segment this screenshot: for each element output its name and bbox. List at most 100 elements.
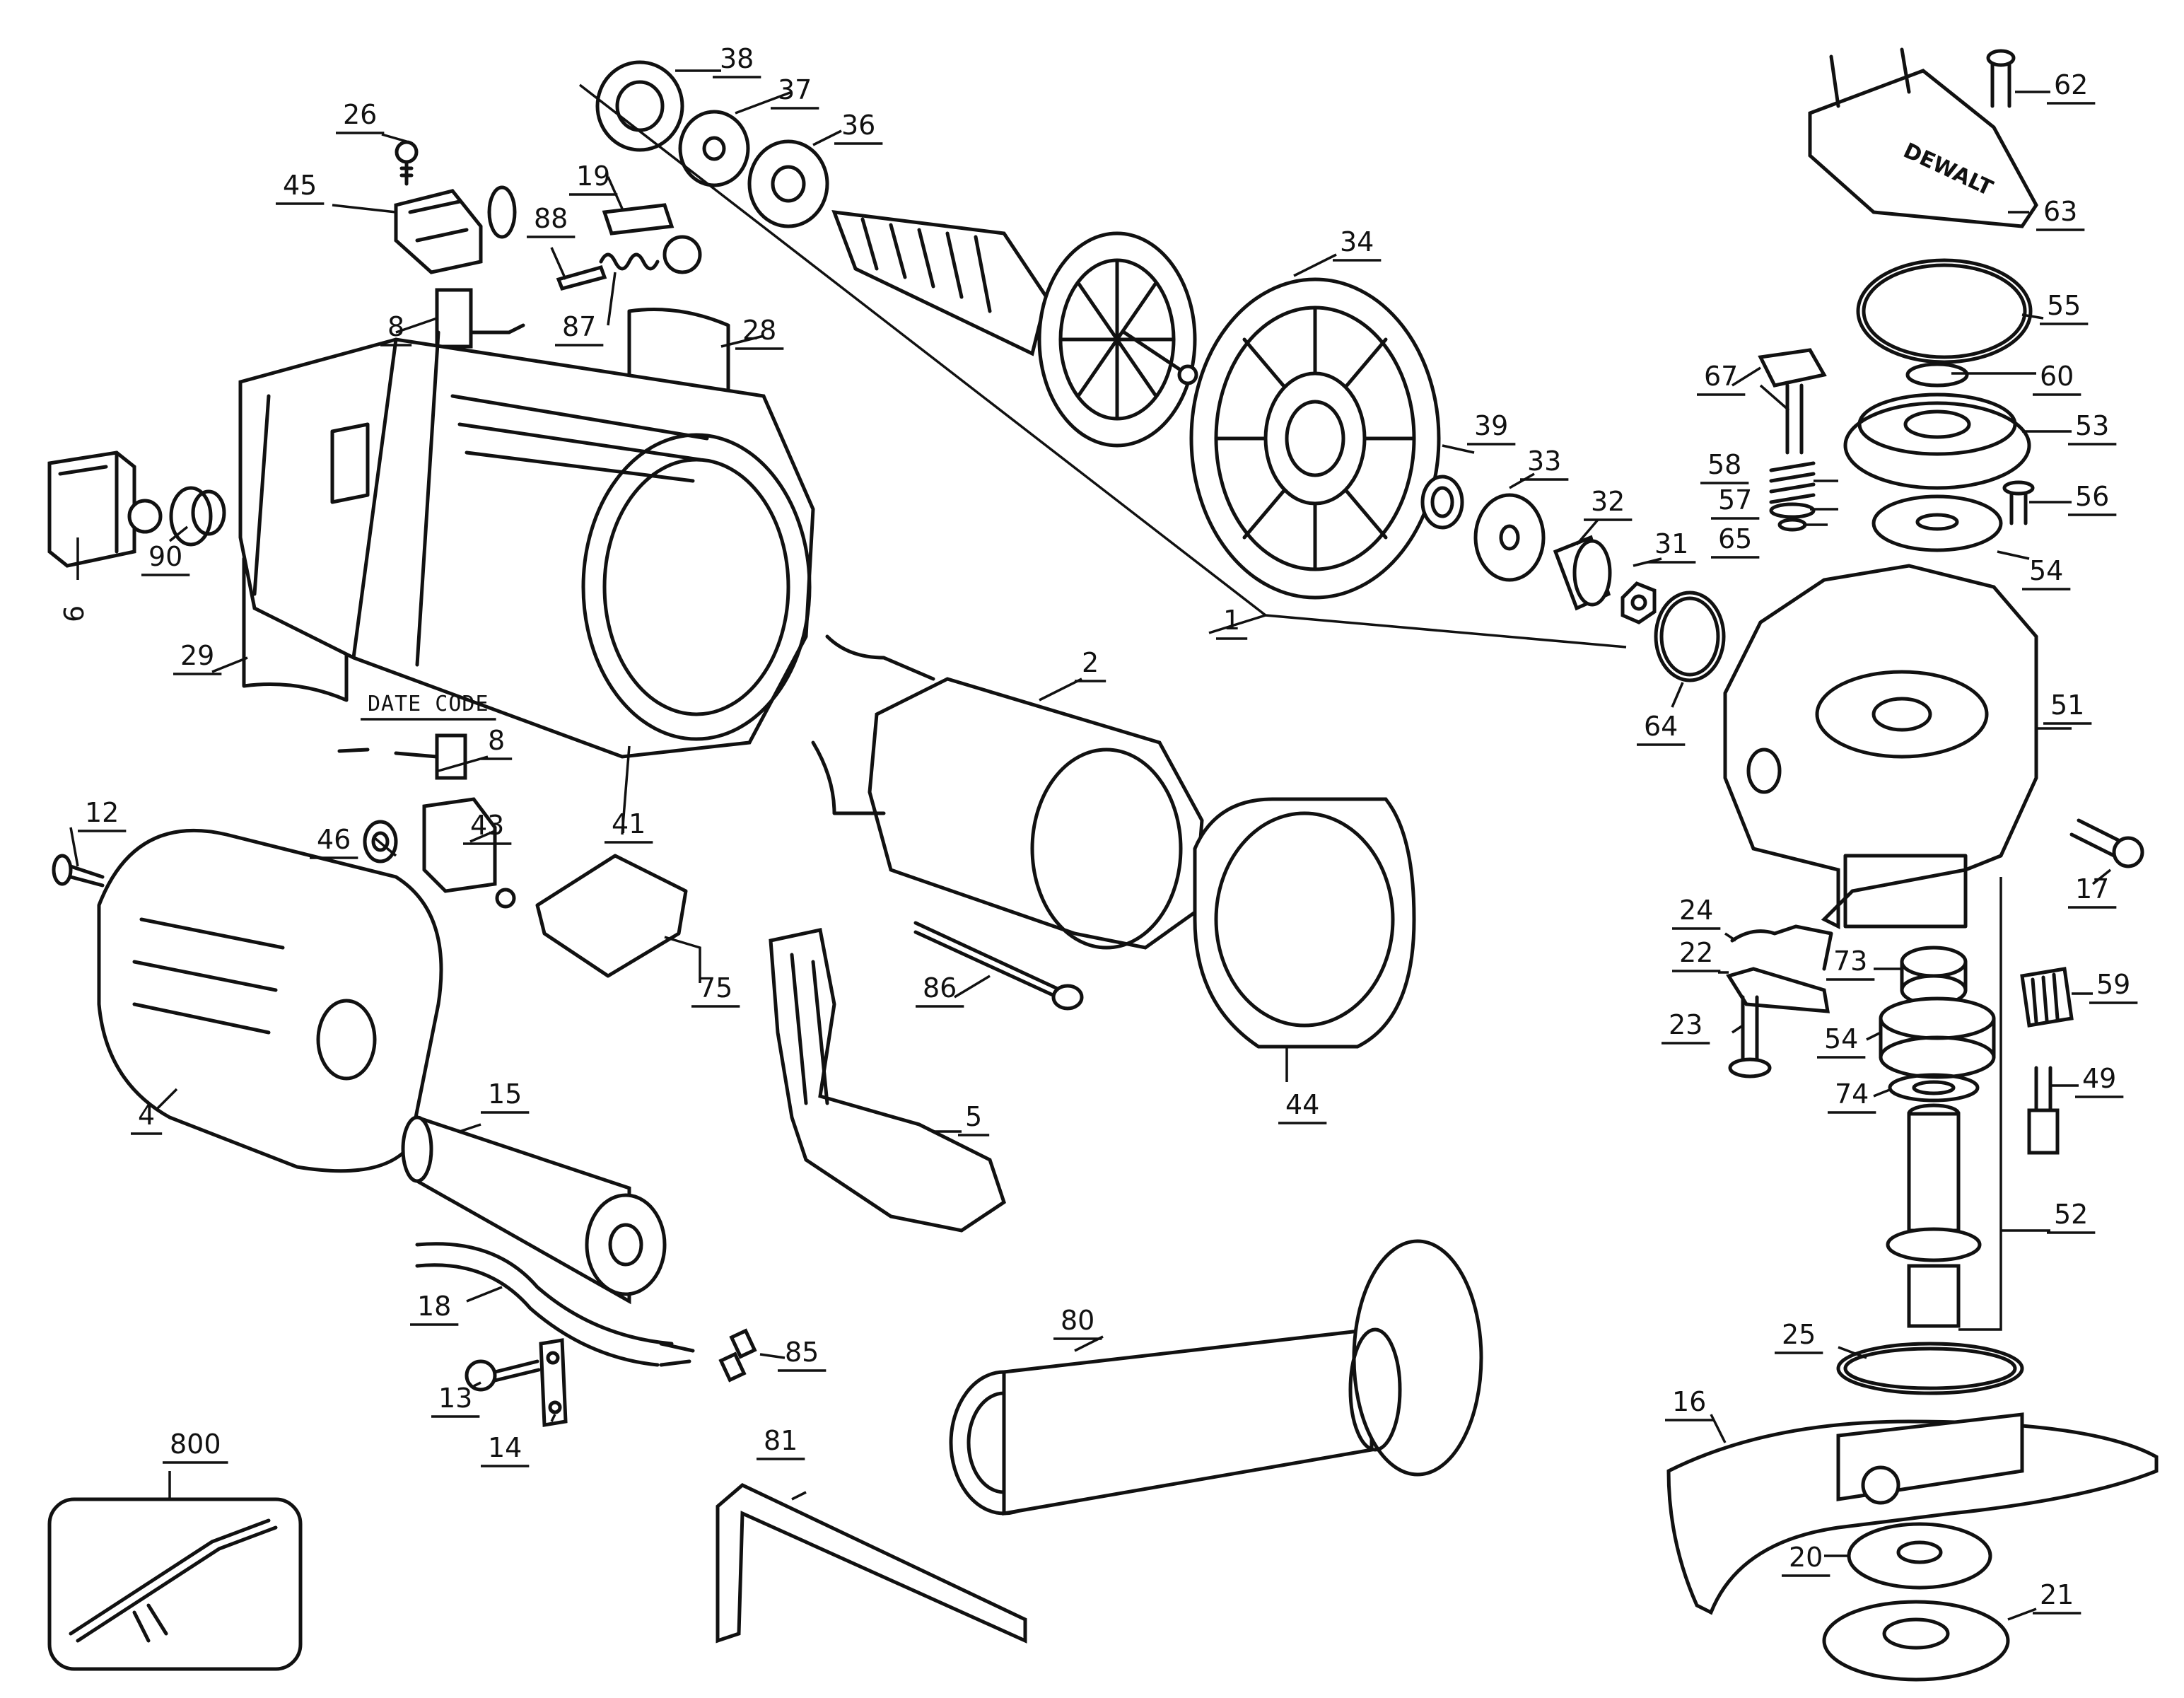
part-label-12: 12 xyxy=(85,797,119,828)
part-88-drawing xyxy=(556,264,607,291)
part-18-drawing xyxy=(415,1242,695,1367)
part-label-16: 16 xyxy=(1672,1386,1706,1417)
part-label-18: 18 xyxy=(417,1291,451,1322)
part-57-drawing xyxy=(1769,502,1816,519)
part-label-32: 32 xyxy=(1591,486,1625,517)
part-34-drawing xyxy=(1189,277,1441,600)
part-label-25: 25 xyxy=(1782,1319,1816,1350)
part-54a-drawing xyxy=(1871,494,2003,552)
part-6-drawing xyxy=(47,450,163,568)
part-41-drawing xyxy=(238,330,815,759)
part-label-41: 41 xyxy=(612,808,646,839)
part-19-drawing xyxy=(602,203,675,235)
part-label-31: 31 xyxy=(1654,528,1688,559)
part-32-drawing xyxy=(1553,535,1612,611)
part-label-59: 59 xyxy=(2096,969,2130,1000)
part-1-armature-drawing xyxy=(831,210,1198,448)
part-36-drawing xyxy=(747,139,829,228)
part-label-20: 20 xyxy=(1789,1542,1823,1573)
part-label-38: 38 xyxy=(720,43,754,74)
part-label-81: 81 xyxy=(764,1425,798,1456)
part-15-drawing xyxy=(401,1115,667,1305)
part-label-54: 54 xyxy=(2029,555,2063,586)
part-label-8: 8 xyxy=(387,311,404,342)
part-label-49: 49 xyxy=(2082,1063,2116,1094)
part-800-drawing xyxy=(47,1497,303,1671)
part-74-drawing xyxy=(1888,1073,1980,1103)
part-63-drawing: DEWALT xyxy=(1808,47,2038,228)
part-label-73: 73 xyxy=(1833,946,1867,977)
part-13-drawing xyxy=(465,1359,541,1392)
part-label-46: 46 xyxy=(317,824,351,855)
part-75-drawing xyxy=(535,854,688,978)
part-37-drawing xyxy=(678,110,750,187)
part-49-drawing xyxy=(2027,1066,2060,1155)
part-56-drawing xyxy=(2002,480,2035,525)
part-label-60: 60 xyxy=(2040,361,2074,392)
part-54b-drawing xyxy=(1879,996,1996,1079)
part-label-6: 6 xyxy=(59,605,90,622)
part-label-5: 5 xyxy=(965,1101,982,1132)
part-67-drawing xyxy=(1758,348,1827,455)
part-label-67: 67 xyxy=(1704,361,1738,392)
part-label-19: 19 xyxy=(576,161,610,192)
part-39-drawing xyxy=(1420,475,1464,530)
part-label-63: 63 xyxy=(2043,196,2077,227)
part-label-4: 4 xyxy=(138,1100,155,1131)
part-label-57: 57 xyxy=(1718,484,1752,516)
part-90-drawing xyxy=(169,486,226,547)
part-label-15: 15 xyxy=(488,1078,522,1110)
part-59-drawing xyxy=(2020,967,2074,1028)
part-labels: 38 37 36 26 45 19 88 87 8 28 34 39 33 32… xyxy=(59,43,2130,1610)
part-label-17: 17 xyxy=(2075,873,2109,905)
part-label-56: 56 xyxy=(2075,481,2109,512)
date-code-label: DATE CODE xyxy=(368,692,489,716)
part-16-drawing xyxy=(1666,1412,2159,1615)
part-55-drawing xyxy=(1856,258,2033,364)
part-65-drawing xyxy=(1777,518,1807,532)
part-31-drawing xyxy=(1621,581,1657,624)
part-44-drawing xyxy=(1193,797,1416,1049)
part-label-33: 33 xyxy=(1527,446,1561,477)
part-label-52: 52 xyxy=(2054,1199,2088,1230)
part-label-22: 22 xyxy=(1679,937,1713,968)
part-label-87: 87 xyxy=(562,311,596,342)
part-label-58: 58 xyxy=(1707,449,1741,480)
part-label-90: 90 xyxy=(148,541,182,572)
part-label-39: 39 xyxy=(1474,410,1508,441)
part-86-drawing xyxy=(913,921,1084,1011)
part-87-drawing xyxy=(599,235,702,274)
part-81-drawing xyxy=(716,1483,1027,1644)
part-52-drawing xyxy=(1886,1103,1982,1328)
part-label-53: 53 xyxy=(2075,410,2109,441)
part-20-drawing xyxy=(1847,1522,1992,1590)
part-51-drawing xyxy=(1723,564,2038,930)
part-label-62: 62 xyxy=(2054,69,2088,100)
part-label-44: 44 xyxy=(1285,1089,1319,1120)
part-label-75: 75 xyxy=(699,972,732,1004)
part-4-drawing xyxy=(97,828,443,1173)
part-58-drawing xyxy=(1769,461,1816,504)
part-17-drawing xyxy=(2069,818,2144,868)
part-8b-drawing xyxy=(337,733,467,780)
part-60-drawing xyxy=(1905,362,1969,388)
part-45-drawing xyxy=(394,185,517,274)
part-label-86: 86 xyxy=(923,972,957,1004)
part-53-drawing xyxy=(1843,392,2031,490)
part-label-23: 23 xyxy=(1669,1009,1703,1040)
part-80-drawing xyxy=(949,1239,1483,1516)
part-label-2: 2 xyxy=(1082,647,1099,678)
part-label-1: 1 xyxy=(1223,605,1240,636)
part-label-26: 26 xyxy=(343,99,377,130)
part-label-45: 45 xyxy=(283,170,317,201)
part-2-drawing xyxy=(811,634,1204,950)
part-label-65: 65 xyxy=(1718,523,1752,554)
part-43-drawing xyxy=(422,797,516,909)
part-8a-drawing xyxy=(435,288,525,349)
part-label-54-lower: 54 xyxy=(1824,1023,1858,1054)
part-38-drawing xyxy=(595,60,684,152)
part-label-51: 51 xyxy=(2050,690,2084,721)
part-85-drawing xyxy=(718,1328,757,1383)
part-label-55: 55 xyxy=(2047,290,2081,321)
